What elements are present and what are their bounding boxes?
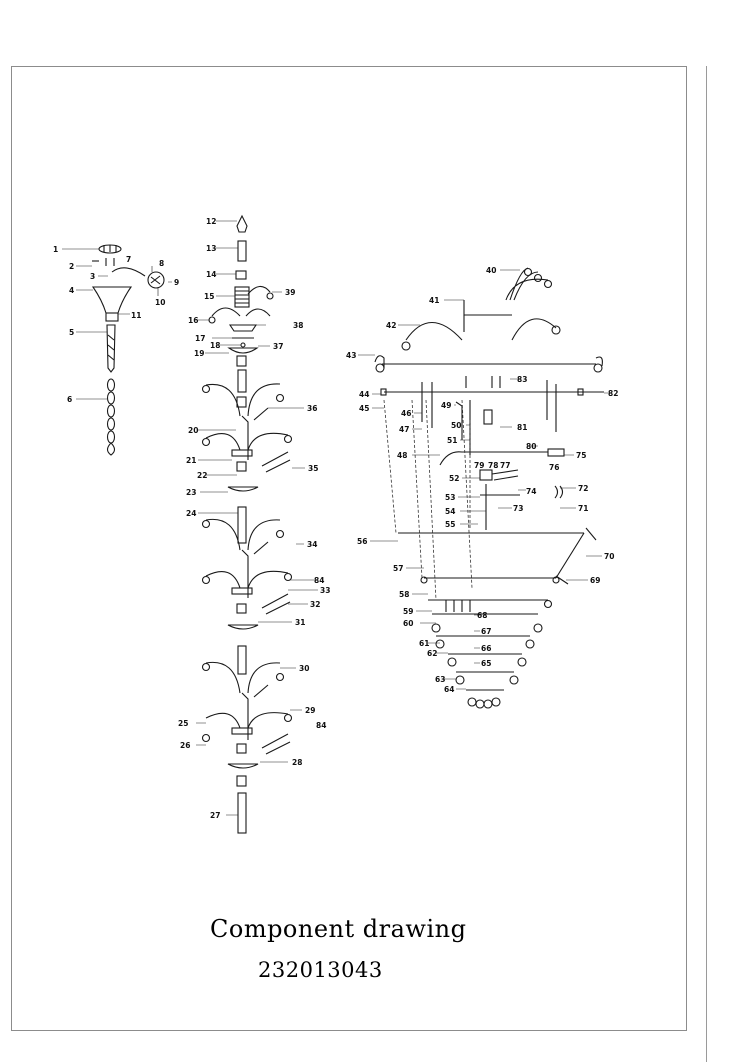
middle-column-assembly xyxy=(208,214,274,408)
part-label: 56 xyxy=(357,537,367,546)
part-label: 53 xyxy=(445,493,455,502)
part-label: 11 xyxy=(131,311,141,320)
part-label: 60 xyxy=(403,619,413,628)
part-label: 79 xyxy=(474,461,484,470)
part-label: 25 xyxy=(178,719,188,728)
drawing-code: 232013043 xyxy=(258,958,383,982)
part-label: 1 xyxy=(53,245,58,254)
canopy-assembly xyxy=(91,244,165,456)
part-label: 62 xyxy=(427,649,437,658)
part-label: 49 xyxy=(441,401,451,410)
part-label: 81 xyxy=(517,423,527,432)
part-label: 48 xyxy=(397,451,407,460)
part-label: 2 xyxy=(69,262,74,271)
part-label: 32 xyxy=(310,600,320,609)
part-label: 82 xyxy=(608,389,618,398)
part-label: 83 xyxy=(517,375,527,384)
part-label: 50 xyxy=(451,421,461,430)
part-label: 67 xyxy=(481,627,491,636)
part-label: 17 xyxy=(195,334,205,343)
part-label: 69 xyxy=(590,576,600,585)
part-label: 75 xyxy=(576,451,586,460)
part-label: 10 xyxy=(155,298,165,307)
part-label: 37 xyxy=(273,342,283,351)
part-label: 39 xyxy=(285,288,295,297)
part-label: 47 xyxy=(399,425,409,434)
part-label: 45 xyxy=(359,404,369,413)
part-number-labels: 1 2 3 4 5 6 7 8 9 10 11 12 13 14 15 16 1… xyxy=(53,217,618,820)
part-label: 70 xyxy=(604,552,614,561)
part-label: 6 xyxy=(67,395,72,404)
part-label: 9 xyxy=(174,278,179,287)
part-label: 40 xyxy=(486,266,496,275)
part-label: 74 xyxy=(526,487,536,496)
part-label: 22 xyxy=(197,471,207,480)
part-label: 30 xyxy=(299,664,309,673)
part-label: 5 xyxy=(69,328,74,337)
part-label: 43 xyxy=(346,351,356,360)
part-label: 72 xyxy=(578,484,588,493)
part-label: 52 xyxy=(449,474,459,483)
part-label: 19 xyxy=(194,349,204,358)
part-label: 36 xyxy=(307,404,317,413)
part-label: 76 xyxy=(549,463,559,472)
part-label: 23 xyxy=(186,488,196,497)
part-label: 38 xyxy=(293,321,303,330)
part-label: 46 xyxy=(401,409,411,418)
margin-line xyxy=(706,66,707,1062)
part-label: 33 xyxy=(320,586,330,595)
middle-tier-1 xyxy=(201,383,293,492)
part-label: 41 xyxy=(429,296,439,305)
part-label: 61 xyxy=(419,639,429,648)
part-label: 15 xyxy=(204,292,214,301)
drawing-border xyxy=(11,66,687,1031)
part-label: 51 xyxy=(447,436,457,445)
part-label: 84 xyxy=(314,576,324,585)
part-label: 35 xyxy=(308,464,318,473)
part-label: 20 xyxy=(188,426,198,435)
part-label: 28 xyxy=(292,758,302,767)
part-label: 63 xyxy=(435,675,445,684)
part-label: 59 xyxy=(403,607,413,616)
part-label: 16 xyxy=(188,316,198,325)
part-label: 42 xyxy=(386,321,396,330)
part-label: 78 xyxy=(488,461,498,470)
part-label: 3 xyxy=(90,272,95,281)
part-label: 54 xyxy=(445,507,455,516)
part-label: 65 xyxy=(481,659,491,668)
part-label: 71 xyxy=(578,504,588,513)
part-label: 73 xyxy=(513,504,523,513)
part-label: 14 xyxy=(206,270,216,279)
part-label: 57 xyxy=(393,564,403,573)
drawing-title: Component drawing xyxy=(210,915,467,943)
part-label: 80 xyxy=(526,442,536,451)
part-label: 58 xyxy=(399,590,409,599)
right-assembly xyxy=(374,267,604,709)
part-label: 29 xyxy=(305,706,315,715)
part-label: 27 xyxy=(210,811,220,820)
part-label: 7 xyxy=(126,255,131,264)
part-label: 77 xyxy=(500,461,510,470)
part-label: 13 xyxy=(206,244,216,253)
part-label: 84 xyxy=(316,721,326,730)
part-label: 26 xyxy=(180,741,190,750)
part-label: 18 xyxy=(210,341,220,350)
part-label: 55 xyxy=(445,520,455,529)
middle-tier-2 xyxy=(201,506,293,630)
part-label: 68 xyxy=(477,611,487,620)
part-label: 34 xyxy=(307,540,317,549)
part-label: 66 xyxy=(481,644,491,653)
part-label: 12 xyxy=(206,217,216,226)
leader-lines xyxy=(62,220,612,816)
part-label: 44 xyxy=(359,390,369,399)
part-label: 8 xyxy=(159,259,164,268)
part-label: 24 xyxy=(186,509,196,518)
part-label: 4 xyxy=(69,286,74,295)
part-label: 64 xyxy=(444,685,454,694)
part-label: 31 xyxy=(295,618,305,627)
middle-tier-3 xyxy=(201,645,293,834)
part-label: 21 xyxy=(186,456,196,465)
